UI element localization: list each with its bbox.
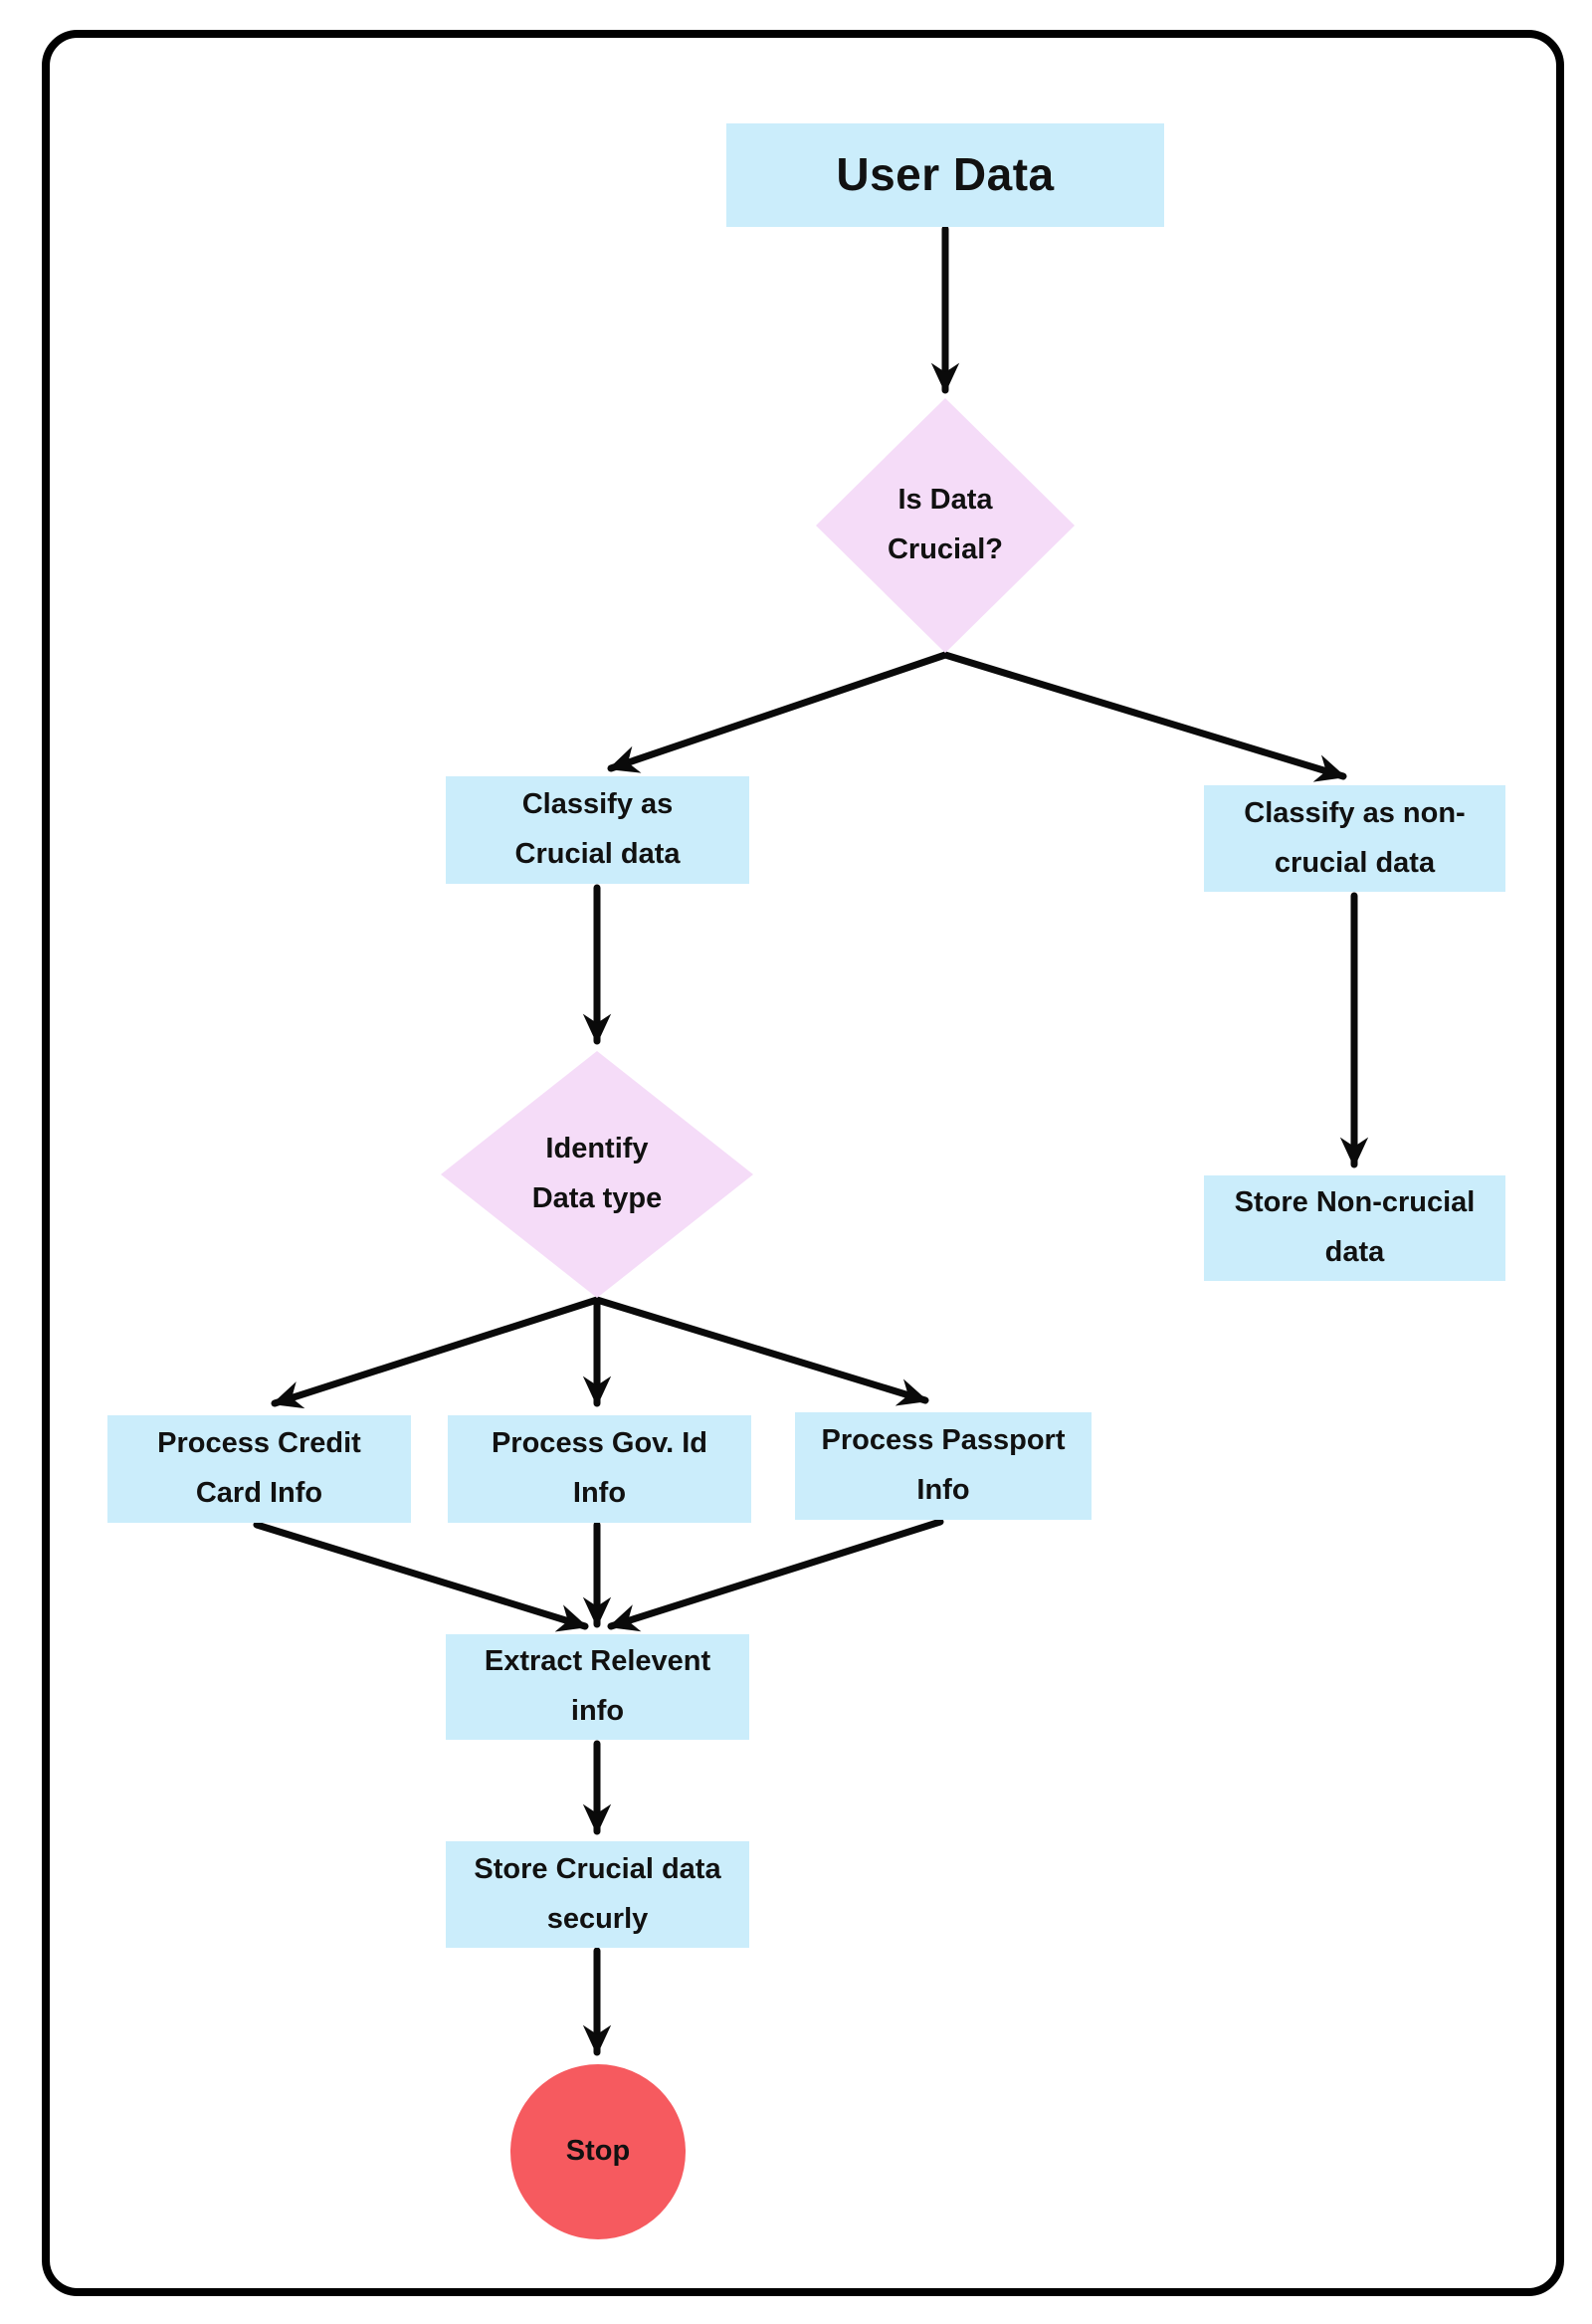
node-classify-as-crucial-data: Classify as Crucial data	[446, 776, 749, 884]
node-process-gov-id-info: Process Gov. Id Info	[448, 1415, 751, 1523]
edge-identifydatatype-to-processcreditcard	[271, 1296, 601, 1409]
node-user-data: User Data	[726, 123, 1164, 227]
edge-identifydatatype-to-processpassport	[593, 1296, 929, 1406]
outer-border	[42, 30, 1564, 2296]
node-classify-as-non-crucial-data: Classify as non- crucial data	[1204, 785, 1505, 892]
node-process-passport-info: Process Passport Info	[795, 1412, 1092, 1520]
edge-isdatacrucial-to-classifycrucial	[607, 651, 949, 773]
node-process-credit-card-info: Process Credit Card Info	[107, 1415, 411, 1523]
edge-processpassport-to-extract	[607, 1518, 944, 1632]
node-stop-terminator: Stop	[510, 2064, 686, 2239]
node-store-non-crucial-data: Store Non-crucial data	[1204, 1175, 1505, 1281]
edge-isdatacrucial-to-classifynoncrucial	[941, 651, 1347, 782]
node-store-crucial-data-securely: Store Crucial data securly	[446, 1841, 749, 1948]
node-extract-relevant-info: Extract Relevent info	[446, 1634, 749, 1740]
edge-processcreditcard-to-extract	[253, 1521, 589, 1632]
